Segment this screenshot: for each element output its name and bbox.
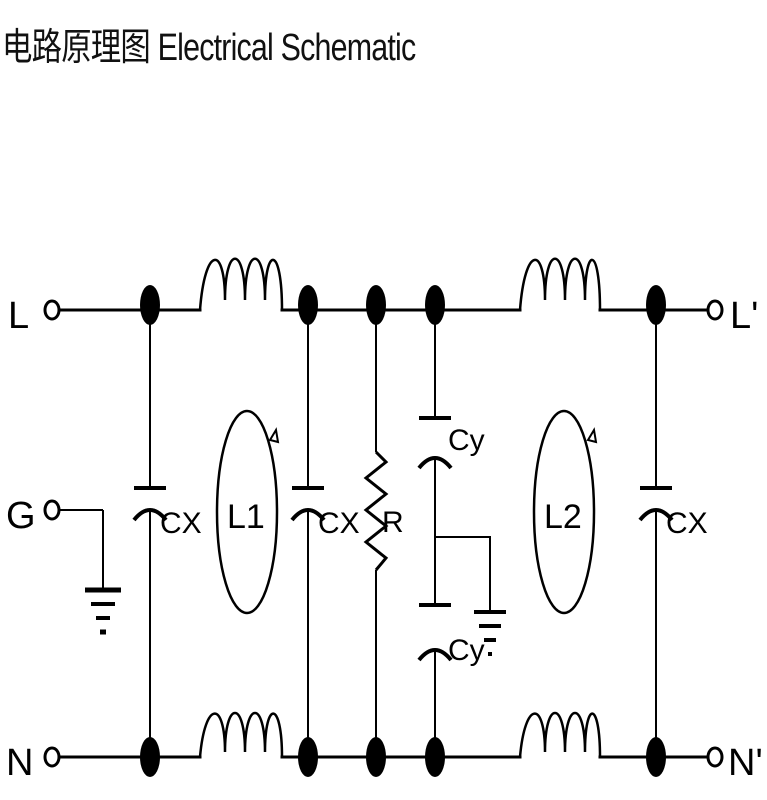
junction-node [366, 737, 386, 777]
cx-input-capacitor [132, 310, 168, 757]
inductor-l2-label: L2 [544, 498, 582, 536]
top-right-choke-coil [518, 257, 602, 311]
terminals [43, 299, 724, 768]
terminal-g [43, 499, 61, 521]
resistor-r [363, 310, 389, 757]
junction-node [140, 285, 160, 325]
junction-node [366, 285, 386, 325]
bottom-left-choke-coil [198, 711, 284, 758]
ground-symbol-right [474, 610, 506, 656]
top-rail [58, 257, 709, 312]
top-left-choke-coil [198, 257, 284, 311]
junction-node [646, 737, 666, 777]
cx-output-capacitor [638, 310, 674, 757]
cy-capacitors [417, 310, 491, 757]
title-english: Electrical Schematic [157, 27, 417, 69]
cx-output-label: CX [666, 507, 708, 540]
ground-symbol-left [85, 587, 121, 635]
cy-bottom-label: Cy [448, 634, 485, 667]
terminal-l-out [706, 299, 724, 321]
terminal-label-g: G [6, 495, 36, 537]
terminal-n-in [43, 746, 61, 768]
page-title: 电路原理图 Electrical Schematic [2, 16, 417, 71]
terminal-label-n: N [6, 742, 33, 784]
junction-node [140, 737, 160, 777]
junction-node [298, 737, 318, 777]
resistor-label: R [382, 506, 404, 539]
terminal-label-l-prime: L' [730, 295, 758, 337]
junction-node [425, 737, 445, 777]
inductor-l1-label: L1 [227, 498, 265, 536]
cx-input-label: CX [160, 507, 202, 540]
cx-middle-capacitor [290, 310, 326, 757]
inductor-l2-symbol [532, 409, 598, 615]
title-chinese: 电路原理图 [2, 27, 151, 69]
junction-node [298, 285, 318, 325]
terminal-l-in [43, 299, 61, 321]
junction-node [646, 285, 666, 325]
bottom-right-choke-coil [518, 711, 602, 758]
junction-node [425, 285, 445, 325]
cy-top-label: Cy [448, 424, 485, 457]
terminal-n-out [706, 746, 724, 768]
cx-middle-label: CX [318, 507, 360, 540]
inductor-l1-symbol [215, 409, 280, 615]
junction-nodes [140, 285, 666, 777]
terminal-label-l: L [8, 295, 29, 337]
ground-branch [60, 509, 104, 588]
terminal-label-n-prime: N' [728, 742, 763, 784]
